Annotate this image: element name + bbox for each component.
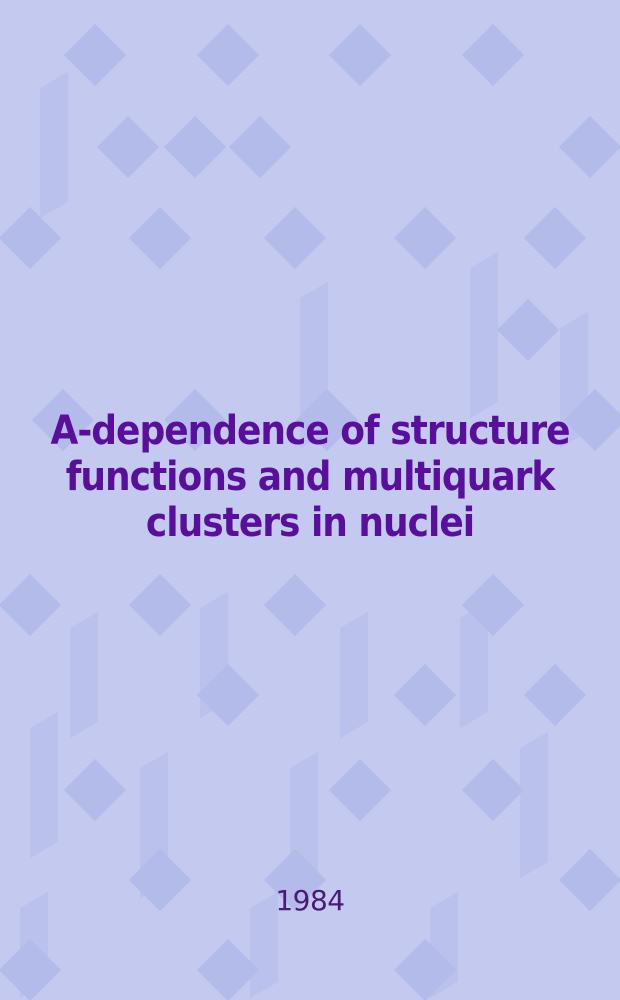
- pattern-diamond: [523, 206, 587, 270]
- title-line-2: functions and multiquark: [65, 454, 556, 500]
- title-line-3: clusters in nuclei: [145, 500, 475, 546]
- pattern-bar: [340, 611, 368, 739]
- pattern-bar: [470, 251, 498, 419]
- title-line-1: A-dependence of structure: [50, 408, 570, 454]
- pattern-diamond: [163, 115, 227, 179]
- pattern-diamond: [0, 206, 62, 270]
- pattern-diamond: [63, 758, 127, 822]
- pattern-diamond: [328, 23, 392, 87]
- pattern-diamond: [461, 758, 525, 822]
- pattern-diamond: [496, 298, 560, 362]
- pattern-diamond: [393, 663, 457, 727]
- pattern-diamond: [263, 573, 327, 637]
- pattern-diamond: [128, 206, 192, 270]
- pattern-diamond: [263, 206, 327, 270]
- pattern-diamond: [393, 206, 457, 270]
- pattern-diamond: [128, 573, 192, 637]
- pattern-diamond: [328, 758, 392, 822]
- pattern-diamond: [228, 115, 292, 179]
- pattern-bar: [40, 71, 68, 219]
- pattern-diamond: [461, 23, 525, 87]
- pattern-bar: [520, 731, 548, 879]
- pattern-diamond: [196, 23, 260, 87]
- pattern-diamond: [0, 938, 62, 1000]
- publication-year: 1984: [275, 884, 345, 917]
- book-title: A-dependence of structure functions and …: [0, 408, 620, 546]
- pattern-diamond: [96, 115, 160, 179]
- pattern-diamond: [558, 115, 620, 179]
- pattern-diamond: [523, 663, 587, 727]
- pattern-bar: [70, 611, 98, 739]
- pattern-bar: [30, 711, 58, 859]
- pattern-diamond: [0, 573, 62, 637]
- pattern-diamond: [63, 23, 127, 87]
